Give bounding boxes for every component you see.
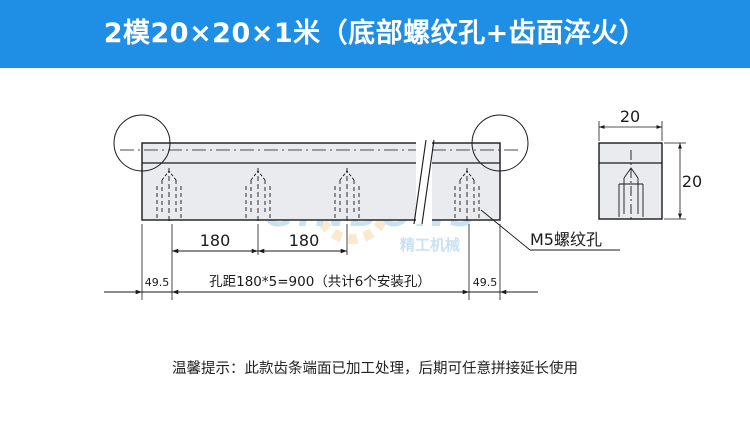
- pitch-label-left: 180: [200, 231, 231, 250]
- side-height-label: 20: [682, 172, 702, 191]
- pitch-label-right: 180: [289, 231, 320, 250]
- hole-note: M5螺纹孔: [530, 230, 602, 249]
- extension-lines: [141, 224, 501, 300]
- rack-side-view: [598, 121, 686, 222]
- hole-leader: [480, 209, 620, 251]
- side-width-label: 20: [620, 107, 640, 126]
- end-distance-right: 49.5: [473, 276, 498, 289]
- rack-drawing: GINBONS 精工机械: [104, 107, 702, 300]
- hole-2: [245, 168, 271, 223]
- hole-3: [334, 168, 360, 223]
- watermark-cn: 精工机械: [400, 236, 460, 254]
- rack-front-view: [113, 114, 529, 225]
- end-distance-left: 49.5: [145, 276, 170, 289]
- title-banner: 2模20×20×1米（底部螺纹孔+齿面淬火）: [0, 0, 750, 68]
- hole-4: [454, 168, 480, 223]
- page-title: 2模20×20×1米（底部螺纹孔+齿面淬火）: [103, 18, 647, 49]
- tip-note: 温馨提示：此款齿条端面已加工处理，后期可任意拼接延长使用: [172, 361, 578, 377]
- spacing-note: 孔距180*5=900（共计6个安装孔）: [209, 274, 431, 290]
- hole-1: [156, 168, 182, 223]
